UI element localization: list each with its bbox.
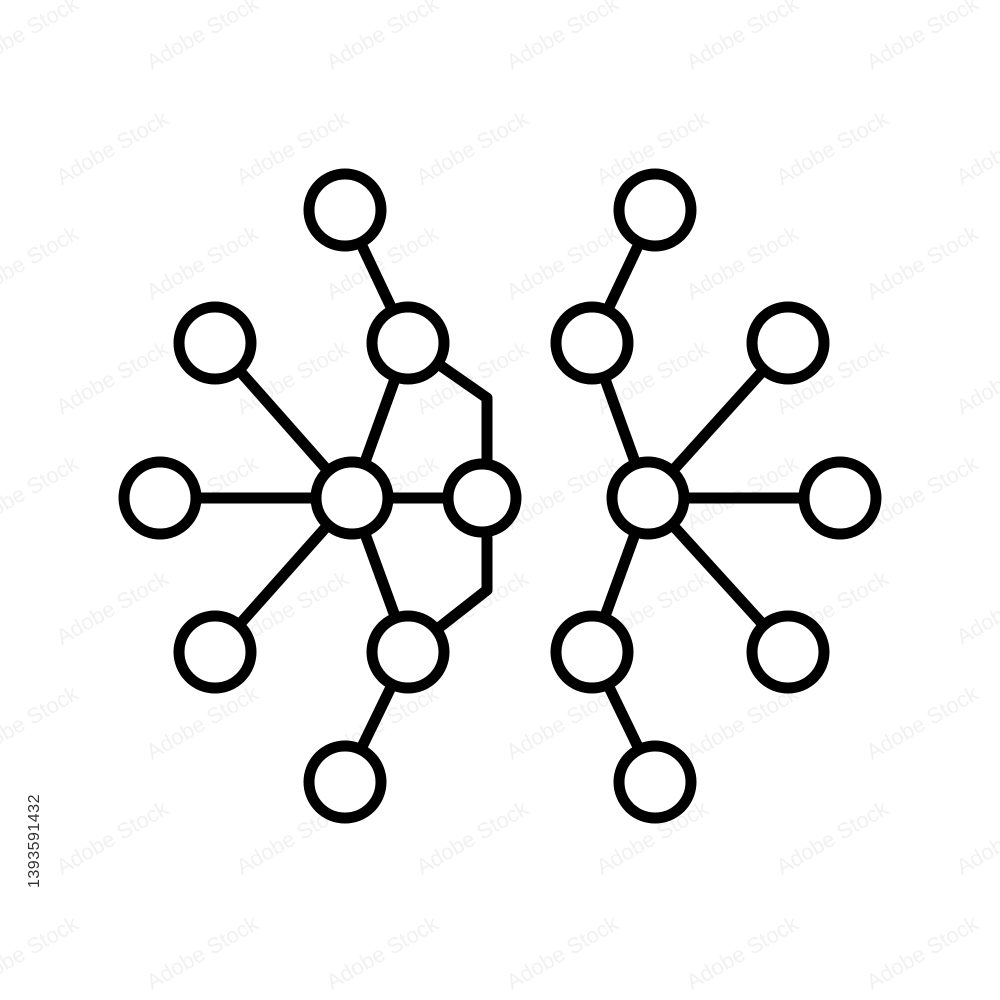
node <box>366 610 450 694</box>
node <box>173 610 257 694</box>
node <box>303 740 387 824</box>
stock-id-label: 1393591432 <box>26 794 43 888</box>
node <box>798 456 882 540</box>
node <box>613 168 697 252</box>
left-cluster <box>118 168 522 824</box>
right-cluster <box>550 168 882 824</box>
node <box>606 456 690 540</box>
node <box>310 456 394 540</box>
node <box>550 301 634 385</box>
node <box>366 301 450 385</box>
node <box>173 301 257 385</box>
node <box>442 458 522 538</box>
node <box>746 301 830 385</box>
node <box>550 610 634 694</box>
node <box>118 456 202 540</box>
node <box>303 168 387 252</box>
node <box>746 610 830 694</box>
node <box>613 740 697 824</box>
